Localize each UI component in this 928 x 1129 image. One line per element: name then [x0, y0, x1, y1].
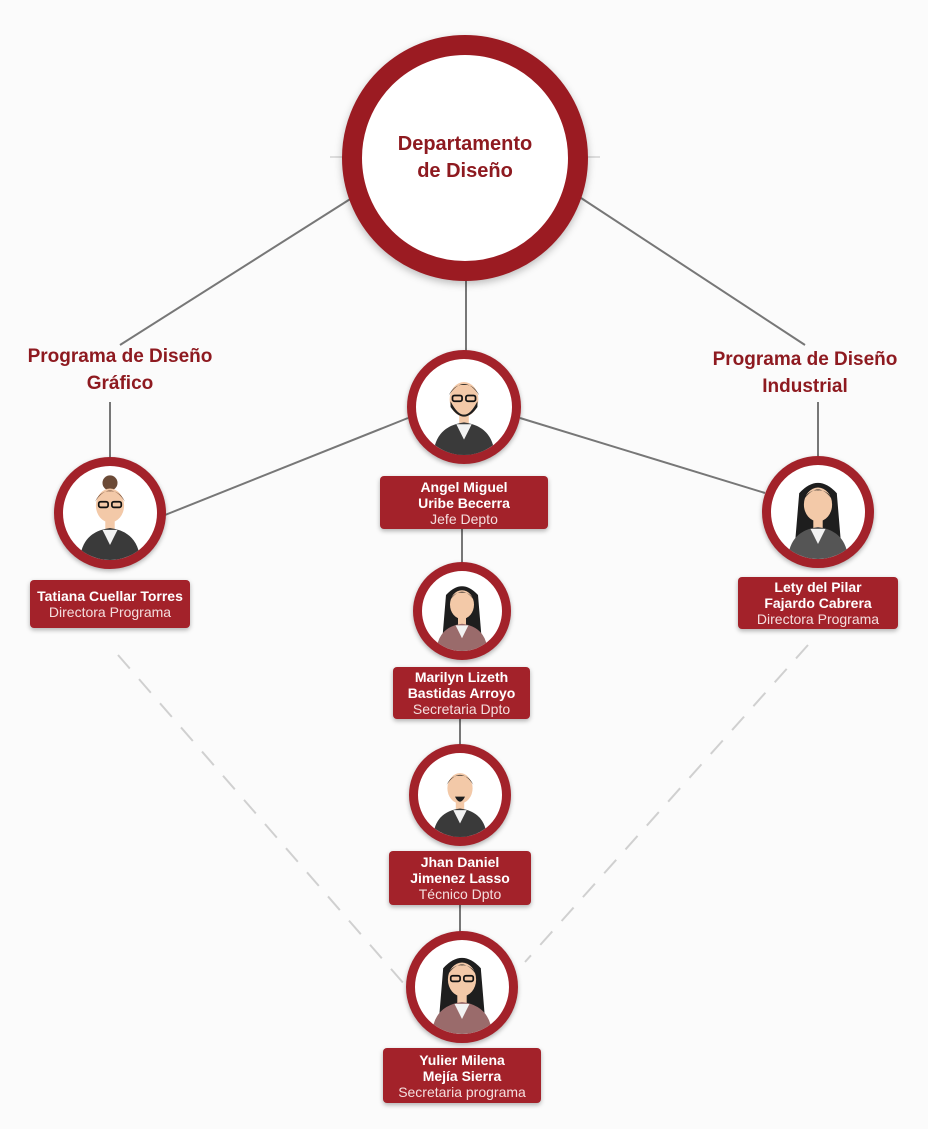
department-node: Departamento de Diseño [342, 35, 588, 281]
connector [577, 195, 806, 346]
name-card: Angel Miguel Uribe Becerra Jefe Depto [380, 476, 548, 529]
dashed-connector [524, 644, 809, 963]
person-surname: Bastidas Arroyo [407, 685, 516, 701]
name-card: Tatiana Cuellar Torres Directora Program… [30, 580, 190, 628]
connector [164, 417, 409, 516]
connector [519, 417, 766, 494]
connector [119, 195, 356, 346]
avatar [762, 456, 874, 568]
person-name: Tatiana Cuellar Torres [37, 588, 183, 604]
person-role: Secretaria programa [398, 1083, 526, 1100]
avatar [409, 744, 511, 846]
person-role: Jefe Depto [430, 510, 498, 527]
person-role: Directora Programa [756, 611, 880, 627]
person-role: Directora Programa [48, 604, 172, 620]
avatar [413, 562, 511, 660]
name-card: Yulier Milena Mejía Sierra Secretaria pr… [383, 1048, 541, 1103]
person-role: Técnico Dpto [418, 886, 502, 902]
name-card: Jhan Daniel Jimenez Lasso Técnico Dpto [389, 851, 531, 905]
program-title-industrial: Programa de Diseño Industrial [712, 349, 898, 397]
person-surname: Jimenez Lasso [410, 870, 510, 886]
name-card: Marilyn Lizeth Bastidas Arroyo Secretari… [393, 667, 530, 719]
person-name: Yulier Milena [419, 1051, 505, 1068]
name-card: Lety del Pilar Fajardo Cabrera Directora… [738, 577, 898, 629]
person-name: Angel Miguel [420, 478, 508, 495]
person-surname: Mejía Sierra [422, 1067, 502, 1084]
dashed-connector [117, 654, 406, 986]
department-title: Departamento de Diseño [397, 133, 533, 182]
avatar [407, 350, 521, 464]
person-surname: Uribe Becerra [418, 494, 510, 511]
person-surname: Fajardo Cabrera [764, 595, 872, 611]
person-name: Marilyn Lizeth [414, 669, 509, 685]
avatar [406, 931, 518, 1043]
avatar [54, 457, 166, 569]
person-role: Secretaria Dpto [412, 701, 511, 717]
person-name: Lety del Pilar [774, 579, 862, 595]
program-title-grafico: Programa de Diseño Gráfico [27, 346, 213, 394]
person-name: Jhan Daniel [420, 854, 500, 870]
